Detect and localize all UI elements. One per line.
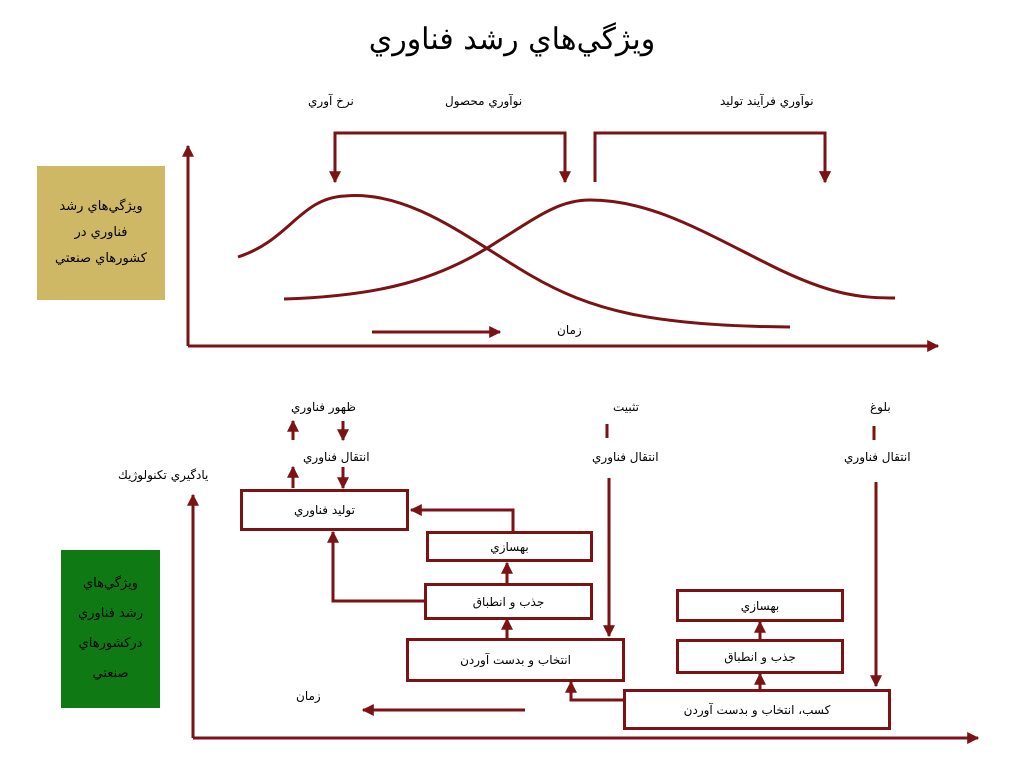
box-selection: انتخاب و بدست آوردن (406, 638, 625, 682)
box-optimization-1-label: بهسازي (490, 539, 529, 554)
label-time-top: زمان (557, 323, 582, 337)
box-absorption-1: جذب و انطباق (424, 583, 593, 620)
label-emergence: ظهور فناوري (291, 400, 356, 414)
label-time-bottom: زمان (296, 689, 321, 703)
developing-countries-panel: ويژگي‌هاي رشد فناوري دركشورهاي صنعتي (61, 550, 160, 708)
optim1-to-production-arrow (409, 504, 515, 531)
industrial-countries-panel: ويژگي‌هاي رشد فناوري در كشورهاي صنعتي (37, 166, 165, 300)
bracket-rate-product (333, 131, 571, 184)
label-process-innovation: نوآوري فرآيند توليد (720, 94, 814, 108)
industrial-countries-label: ويژگي‌هاي رشد فناوري در كشورهاي صنعتي (55, 199, 147, 266)
label-maturity: بلوغ (870, 400, 891, 414)
box-optimization-2: بهسازي (676, 589, 844, 622)
label-transfer-1: انتقال فناوري (303, 450, 370, 464)
box-acquisition-label: كسب، انتخاب و بدست آوردن (683, 702, 831, 717)
box-production: توليد فناوري (240, 489, 409, 531)
bracket-process (593, 131, 831, 184)
box-absorption-2-label: جذب و انطباق (724, 649, 796, 664)
label-product-innovation: نوآوري محصول (445, 94, 523, 108)
box-acquisition: كسب، انتخاب و بدست آوردن (623, 689, 891, 730)
curve-process-innovation (283, 198, 896, 301)
absorb1-to-production-arrow (327, 530, 424, 603)
developing-countries-label: ويژگي‌هاي رشد فناوري دركشورهاي صنعتي (78, 576, 143, 681)
page-title: ويژگي‌هاي رشد فناوري (368, 22, 656, 57)
box-absorption-1-label: جذب و انطباق (472, 594, 545, 609)
box-optimization-2-label: بهسازي (740, 598, 780, 613)
box-absorption-2: جذب و انطباق (676, 639, 844, 674)
box-optimization-1: بهسازي (426, 531, 593, 562)
label-transfer-3: انتقال فناوري (844, 450, 911, 464)
label-stabilization: تثبيت (613, 400, 639, 414)
box-production-label: توليد فناوري (294, 503, 355, 517)
acquisition-to-selection-arrow (565, 680, 624, 702)
box-selection-label: انتخاب و بدست آوردن (460, 653, 571, 667)
label-learning: يادگيري تكنولوژيك (118, 468, 209, 482)
label-transfer-2: انتقال فناوري (592, 450, 659, 464)
curve-product-innovation (237, 194, 791, 329)
label-rate: نرخ آوري (308, 94, 354, 108)
